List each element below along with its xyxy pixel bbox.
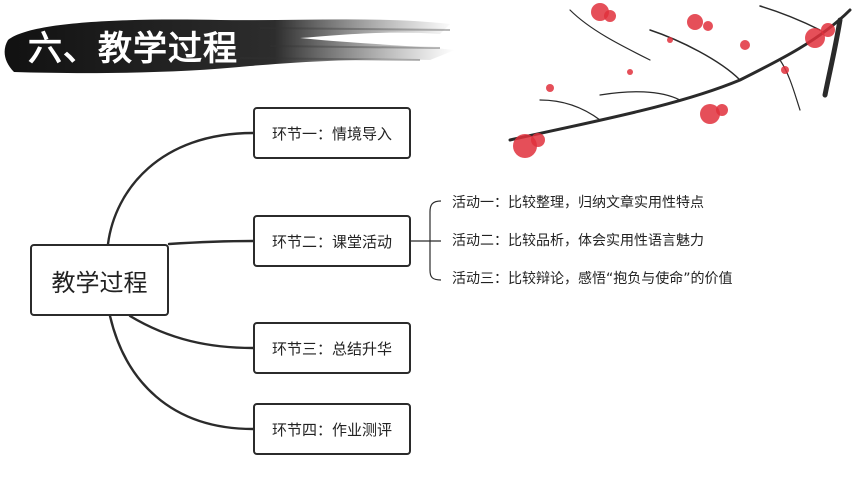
stage-node-3: 环节三：总结升华 [253, 322, 411, 374]
ink-brush-stroke-icon [4, 19, 455, 74]
activity-item-2: 活动二：比较品析，体会实用性语言魅力 [452, 233, 704, 249]
stage-node-1: 环节一：情境导入 [253, 107, 411, 159]
stage-node-2: 环节二：课堂活动 [253, 215, 411, 267]
activity-item-3: 活动三：比较辩论，感悟“抱负与使命”的价值 [452, 271, 733, 287]
stage-node-4: 环节四：作业测评 [253, 403, 411, 455]
connector-stage-1 [106, 131, 255, 246]
connector-stage-3 [128, 314, 255, 350]
connector-stage-2 [167, 239, 255, 246]
page-title: 六、教学过程 [28, 29, 238, 69]
connector-stage-4 [108, 314, 255, 431]
root-node: 教学过程 [30, 244, 169, 316]
plum-blossom-branch-icon [508, 3, 852, 158]
activity-item-1: 活动一：比较整理，归纳文章实用性特点 [452, 195, 704, 211]
